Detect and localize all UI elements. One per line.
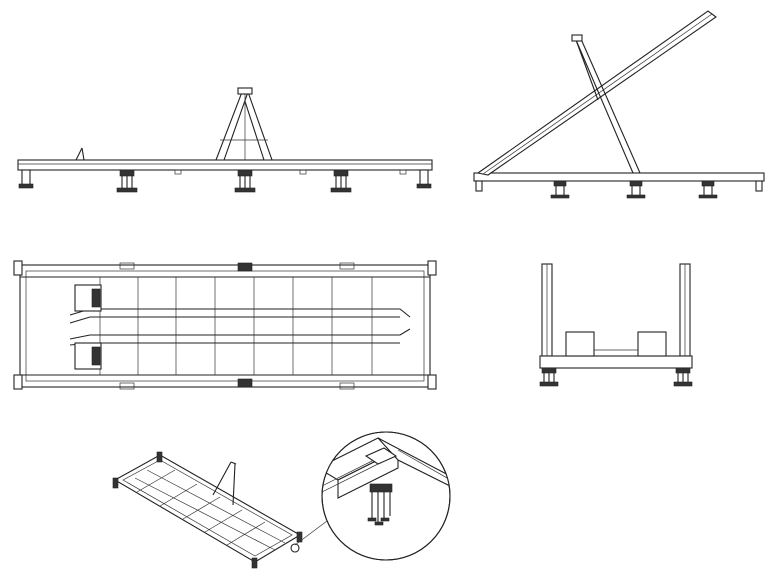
- side-elevation-raised: [468, 5, 768, 205]
- detail-callout: [318, 428, 454, 564]
- foot-2: [234, 169, 256, 193]
- foot-3: [330, 169, 352, 193]
- end-elevation: [530, 258, 705, 398]
- plan-view: [10, 255, 440, 405]
- foot-1: [116, 169, 138, 193]
- isometric-view: [105, 440, 310, 570]
- side-elevation-lowered: [10, 80, 440, 205]
